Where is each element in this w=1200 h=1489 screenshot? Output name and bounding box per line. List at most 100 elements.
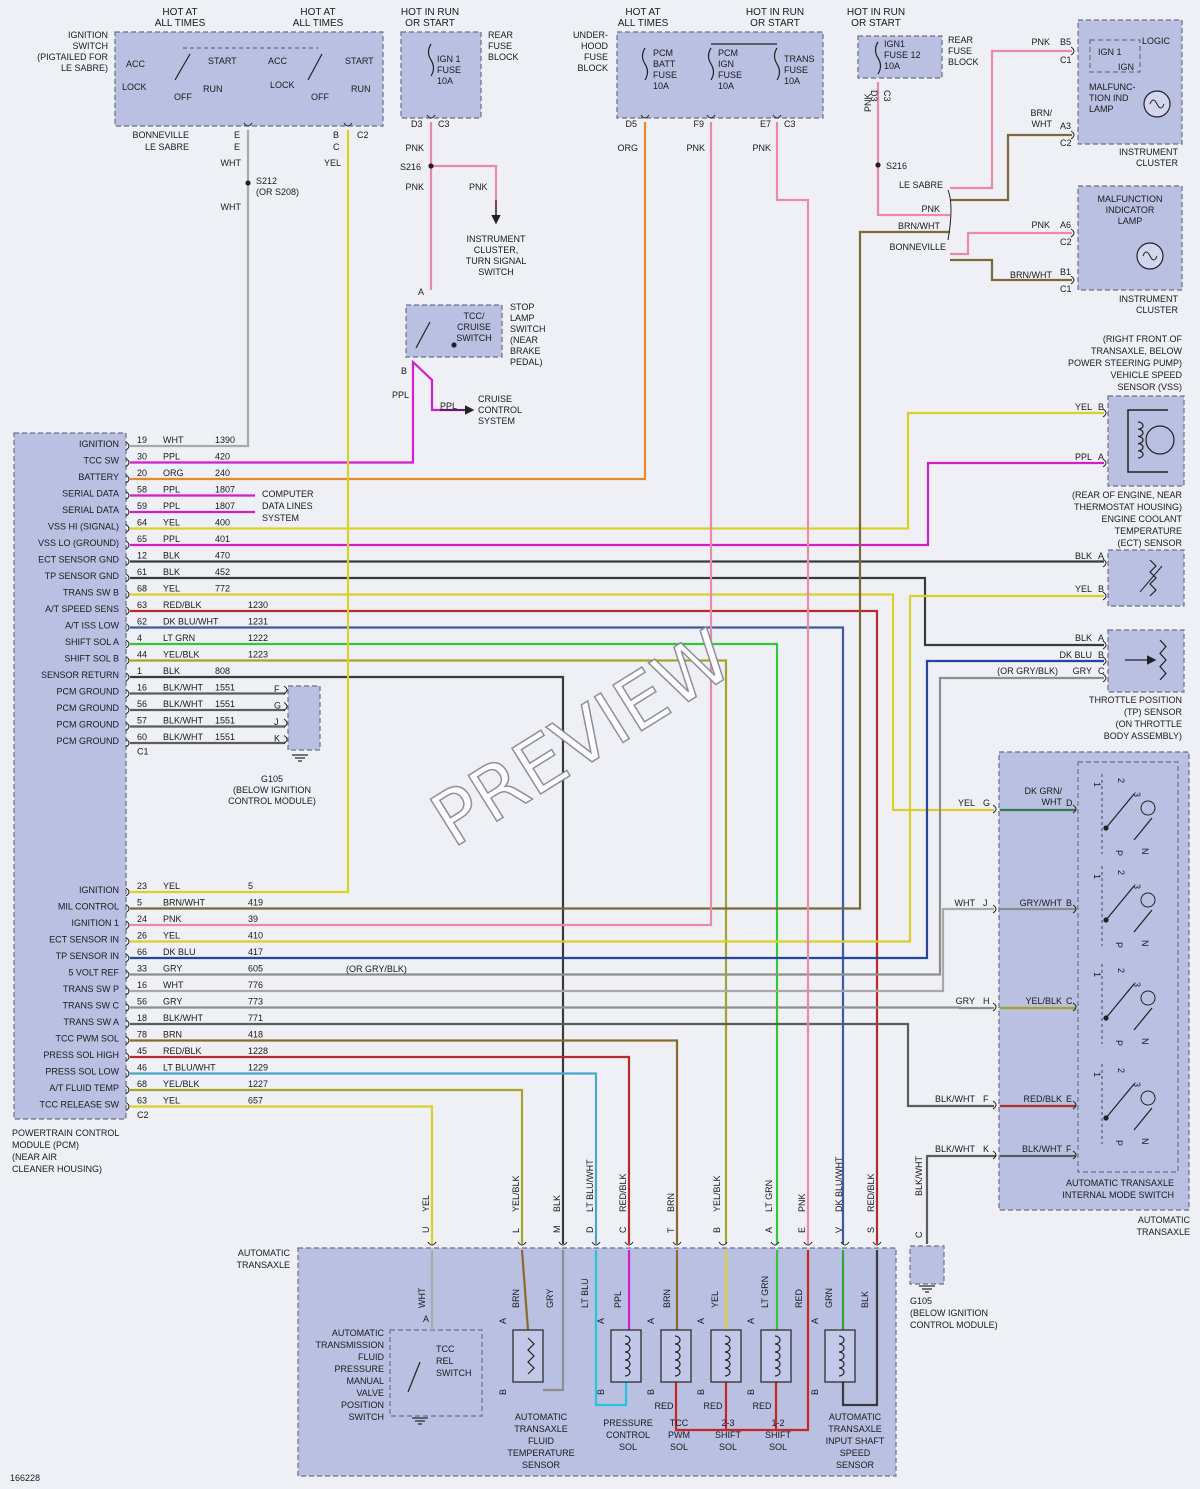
- wire-color-label: RED/BLK: [618, 1173, 628, 1212]
- pc-sol-label: SOL: [619, 1442, 637, 1452]
- wire-color-label: GRY: [1073, 666, 1092, 676]
- pin-label: E: [234, 130, 240, 140]
- gear-selector-switch: [1101, 964, 1156, 1044]
- pc-sol-label: PRESSURE: [603, 1418, 653, 1428]
- connector: [706, 114, 716, 119]
- pcm-pin-number: 45: [137, 1046, 147, 1056]
- power-header: HOT IN RUN: [401, 7, 459, 18]
- wire-tcc-pwm-brn: [130, 1039, 679, 1244]
- connector: [426, 114, 436, 119]
- pin-label: A: [423, 1314, 429, 1324]
- gear-label: 3: [1132, 1082, 1142, 1087]
- mode-switch-label: AUTOMATIC TRANSAXLE: [1066, 1178, 1174, 1188]
- vss-label: (RIGHT FRONT OF: [1103, 334, 1183, 344]
- stop-lamp-label: PEDAL): [510, 357, 543, 367]
- fuse-label: IGN: [718, 59, 734, 69]
- connector: [125, 474, 130, 484]
- wire-color-label: BRN: [163, 1030, 182, 1040]
- connector: [125, 937, 130, 946]
- fuse-label: BATT: [653, 59, 676, 69]
- ect-label: TEMPERATURE: [1115, 526, 1182, 536]
- wire-color-label: RED/BLK: [163, 600, 202, 610]
- pin-label: A6: [1060, 220, 1071, 230]
- circuit-number: 1230: [248, 600, 268, 610]
- circuit-number: 1231: [248, 617, 268, 627]
- ignition-switch-title: LE SABRE): [61, 63, 108, 73]
- pcm-ground-box: [287, 685, 321, 751]
- wire-color-label: LT BLU/WHT: [585, 1159, 595, 1212]
- connector: [1102, 640, 1107, 650]
- fuse-label: PCM: [718, 48, 738, 58]
- ignition-switch-title: (PIGTAILED FOR: [37, 52, 108, 62]
- ignition-switch-box: [114, 31, 384, 127]
- circuit-number: 1222: [248, 633, 268, 643]
- iss-label: INPUT SHAFT: [826, 1436, 885, 1446]
- circuit-number: 1807: [215, 485, 235, 495]
- switch-position: OFF: [174, 92, 192, 102]
- gear-label: P: [1114, 850, 1124, 856]
- gear-label: 3: [1132, 792, 1142, 797]
- pressure-switch-label: TRANSMISSION: [315, 1340, 384, 1350]
- lamp-label: MALFUNC-: [1089, 82, 1136, 92]
- wire-color-label: PNK: [1031, 37, 1050, 47]
- pcm-pin-name: SERIAL DATA: [62, 489, 119, 499]
- gear-label: N: [1140, 1138, 1150, 1145]
- connector: [125, 953, 130, 963]
- connector: [770, 1241, 780, 1246]
- connector: [125, 986, 130, 996]
- pcm-pin-number: 16: [137, 980, 147, 990]
- pin-label: A3: [1060, 121, 1071, 131]
- power-header: HOT AT: [162, 7, 197, 18]
- pcm-label: POWERTRAIN CONTROL: [12, 1128, 119, 1138]
- pin-label: A: [498, 1318, 508, 1324]
- connector: [992, 1100, 997, 1110]
- connector: [125, 689, 130, 698]
- pcm-box: [13, 432, 127, 1120]
- pin-label: H: [983, 996, 990, 1006]
- switch-label: CRUISE: [457, 322, 491, 332]
- wire-color-label: PPL: [163, 452, 180, 462]
- contact-g: [1140, 1090, 1156, 1106]
- connector: [558, 1241, 568, 1246]
- connector: [125, 722, 130, 731]
- ect-sensor-box: [1107, 549, 1185, 607]
- fuse-symbol: [427, 43, 435, 77]
- wire-color-label: PNK: [921, 204, 940, 214]
- wire-color-label: BLK: [163, 551, 180, 561]
- wire-color-label: YEL: [421, 1195, 431, 1212]
- wire-color-label: ORG: [617, 143, 638, 153]
- lamp-label: LAMP: [1089, 104, 1114, 114]
- rear-fuse-block-box: [400, 31, 482, 119]
- lamp-label: INDICATOR: [1106, 205, 1155, 215]
- wire-color-label: BLK/WHT: [914, 1155, 924, 1196]
- vss-label: POWER STEERING PUMP): [1068, 358, 1182, 368]
- solenoid-coil: [774, 1335, 781, 1377]
- pressure-switch-label: AUTOMATIC: [332, 1328, 385, 1338]
- switch-contact: [1103, 1115, 1109, 1121]
- g105-connector-box: [909, 1245, 945, 1285]
- preview-watermark: PREVIEW: [417, 614, 747, 865]
- solenoid-coil: [674, 1335, 681, 1377]
- wire-color-label: BLK: [163, 666, 180, 676]
- splice-s216b: [875, 162, 881, 168]
- pcm-pin-name: PCM GROUND: [57, 720, 120, 730]
- pcm-pin-name: A/T SPEED SENS: [45, 604, 119, 614]
- ign-label: IGN 1: [1098, 47, 1122, 57]
- coil-path: [838, 1335, 845, 1377]
- wire-trans-sw-b-yel: [130, 593, 994, 812]
- connector: [624, 1241, 634, 1246]
- destination-label: SYSTEM: [478, 416, 515, 426]
- circuit-number: 470: [215, 551, 230, 561]
- wire-color-label: YEL: [163, 584, 180, 594]
- wire-color-label: WHT: [163, 435, 184, 445]
- fuse-label: PCM: [653, 48, 673, 58]
- fluid-temp-label: AUTOMATIC: [515, 1412, 568, 1422]
- switch-blade: [1105, 793, 1135, 829]
- wire-color-label: PPL: [613, 1291, 623, 1308]
- pcm-pin-number: 61: [137, 567, 147, 577]
- ground-location-label: CONTROL MODULE): [228, 796, 316, 806]
- fuse-symbol: [641, 47, 649, 81]
- wire-color-label: BRN/WHT: [163, 898, 205, 908]
- connector-label: C3: [438, 119, 450, 129]
- connector: [1102, 591, 1107, 601]
